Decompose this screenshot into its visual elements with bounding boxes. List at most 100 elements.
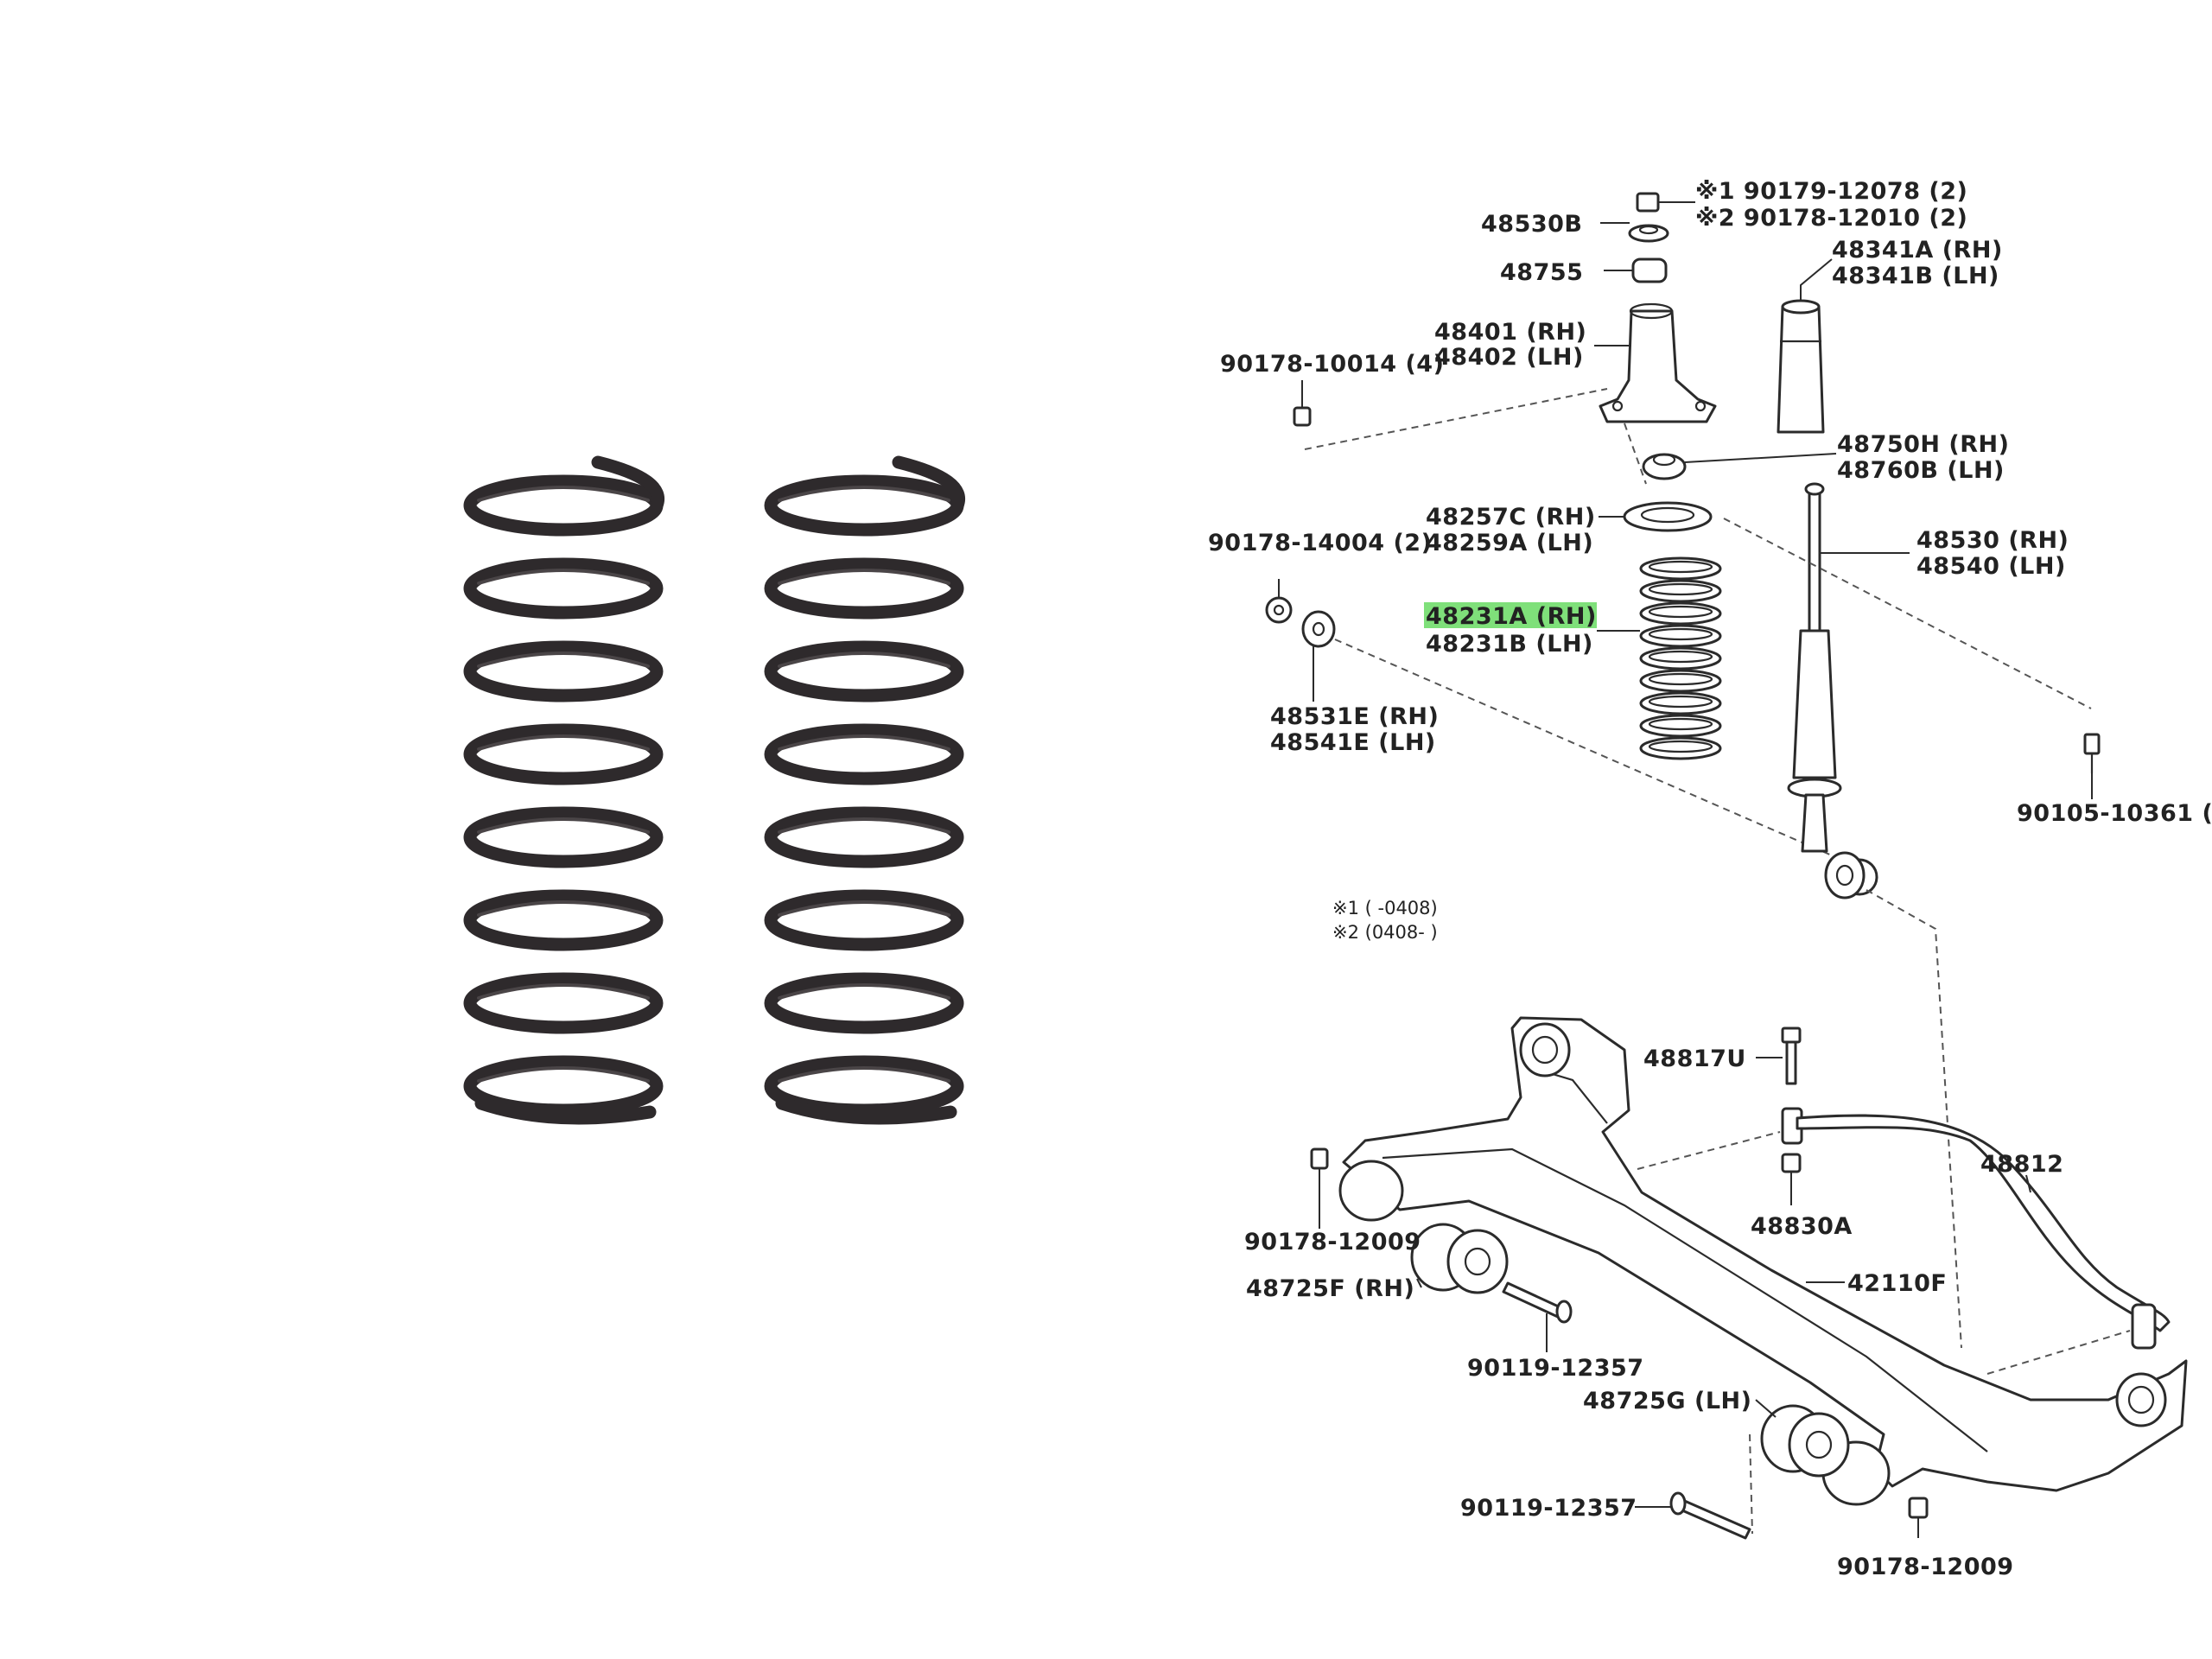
spring-coil-highlight [477, 652, 650, 668]
suspension-support-icon [1594, 302, 1717, 423]
spring-coil-turn [764, 723, 964, 785]
label-48725f: 48725F (RH) [1246, 1275, 1414, 1302]
diagram-coil-inner [1648, 695, 1713, 709]
nut-48830a-icon [1781, 1153, 1802, 1205]
spring-coil-highlight [477, 817, 650, 834]
label-90179-12078: ※1 90179-12078 (2) [1695, 178, 1967, 205]
coil-spring-diagram-icon [1639, 556, 1722, 760]
spring-coil-turn [463, 1055, 664, 1117]
diagram-coil-inner [1648, 560, 1713, 574]
nut-icon [1636, 192, 1695, 213]
label-48341b: 48341B (LH) [1832, 263, 1999, 289]
bolt-90105-icon [2083, 733, 2101, 799]
washer-48530b-icon [1600, 222, 1669, 243]
label-90178-12010: ※2 90178-12010 (2) [1695, 205, 1967, 232]
nut-12009-upper-icon [1310, 1147, 1329, 1229]
note-1: ※1 ( -0408) [1332, 898, 1438, 918]
axle-beam-icon [1338, 1016, 2188, 1506]
label-90119-12357-lower: 90119-12357 [1460, 1495, 1637, 1522]
spring-coil-turn [463, 889, 664, 951]
spring-coil-highlight [477, 486, 650, 502]
nut-14004-icon [1265, 579, 1293, 624]
coil-spring-photo-right-icon [764, 455, 965, 1125]
label-48341a: 48341A (RH) [1832, 237, 2003, 264]
note-2: ※2 (0408- ) [1332, 922, 1438, 943]
label-48531e: 48531E (RH) [1270, 703, 1439, 730]
spring-coil-highlight [778, 486, 950, 502]
spring-coil-turn [463, 806, 664, 868]
stabilizer-bar-icon [1796, 1114, 2171, 1350]
label-48540: 48540 (LH) [1916, 553, 2066, 580]
spring-coil-highlight [778, 569, 950, 585]
spring-coil-highlight [477, 1066, 650, 1083]
exploded-diagram: ※1 90179-12078 (2) ※2 90178-12010 (2) 48… [1208, 178, 2212, 1580]
spring-coil-turn [463, 557, 664, 620]
label-48401: 48401 (RH) [1434, 319, 1586, 346]
bolt-90119-lower-icon [1635, 1491, 1751, 1540]
spring-coil-turn [764, 640, 964, 702]
label-48755: 48755 [1500, 259, 1583, 286]
bump-stopper-icon [1777, 258, 1833, 434]
label-48257c: 48257C (RH) [1426, 504, 1596, 531]
label-42110f: 42110F [1847, 1270, 1947, 1297]
spring-coil-turn [463, 723, 664, 785]
diagram-coil-inner [1648, 672, 1713, 686]
spring-coil-highlight [778, 983, 950, 1000]
washer-48531e-icon [1301, 610, 1833, 856]
label-48231b: 48231B (LH) [1426, 631, 1593, 658]
bushing-48725g-icon [1749, 1399, 1850, 1535]
label-48259a: 48259A (LH) [1426, 530, 1593, 556]
label-90178-12009-upper: 90178-12009 [1244, 1229, 1421, 1255]
diagram-coil-inner [1648, 740, 1713, 753]
label-48530: 48530 (RH) [1916, 527, 2069, 554]
label-48541e: 48541E (LH) [1270, 729, 1436, 756]
spring-coil-turn [463, 972, 664, 1034]
spring-coil-highlight [477, 983, 650, 1000]
bolt-90119-upper-icon [1502, 1281, 1573, 1352]
spring-coil-highlight [477, 734, 650, 751]
spring-bottom-end [775, 1096, 957, 1125]
label-48725g: 48725G (LH) [1583, 1388, 1751, 1414]
label-48750h: 48750H (RH) [1837, 431, 2010, 458]
spring-seat-upper-icon [1624, 423, 1837, 485]
bracket-icon [1637, 1107, 1803, 1170]
spring-coil-turn [463, 640, 664, 702]
label-48530b: 48530B [1481, 211, 1583, 238]
diagram-coil-inner [1648, 605, 1713, 619]
diagram-coil-inner [1648, 627, 1713, 641]
spring-coil-turn [764, 1055, 964, 1117]
spring-coil-highlight [477, 900, 650, 917]
label-48402: 48402 (LH) [1434, 344, 1584, 371]
shock-absorber-icon [1723, 482, 2092, 899]
label-90119-12357-upper: 90119-12357 [1467, 1355, 1644, 1382]
label-90178-10014: 90178-10014 (4) [1220, 351, 1444, 378]
spring-coil-highlight [778, 1066, 950, 1083]
spring-coil-turn [764, 972, 964, 1034]
nut-12009-lower-icon [1908, 1497, 1929, 1538]
diagram-coil-inner [1648, 650, 1713, 664]
spring-coil-highlight [778, 734, 950, 751]
label-90178-14004: 90178-14004 (2) [1208, 530, 1432, 556]
spring-coil-turn [764, 889, 964, 951]
label-48830a: 48830A [1751, 1213, 1853, 1240]
small-nut-icon [1293, 380, 1608, 450]
label-90178-12009-lower: 90178-12009 [1837, 1554, 2014, 1580]
spring-coil-turn [764, 806, 964, 868]
spring-bottom-end [474, 1096, 657, 1125]
spring-coil-turn [764, 557, 964, 620]
label-90105-10361: 90105-10361 (2 [2017, 800, 2212, 827]
coil-spring-photo-left-icon [463, 455, 664, 1125]
label-48812: 48812 [1980, 1151, 2063, 1178]
spring-coil-highlight [477, 569, 650, 585]
spring-top-end [591, 455, 664, 512]
label-48231a: 48231A (RH) [1426, 603, 1597, 630]
diagram-coil-inner [1648, 717, 1713, 731]
label-48817u: 48817U [1643, 1046, 1746, 1072]
spring-top-end [892, 455, 965, 512]
label-48760b: 48760B (LH) [1837, 457, 2005, 484]
spring-coil-highlight [778, 900, 950, 917]
diagram-coil-inner [1648, 582, 1713, 596]
spring-coil-highlight [778, 652, 950, 668]
